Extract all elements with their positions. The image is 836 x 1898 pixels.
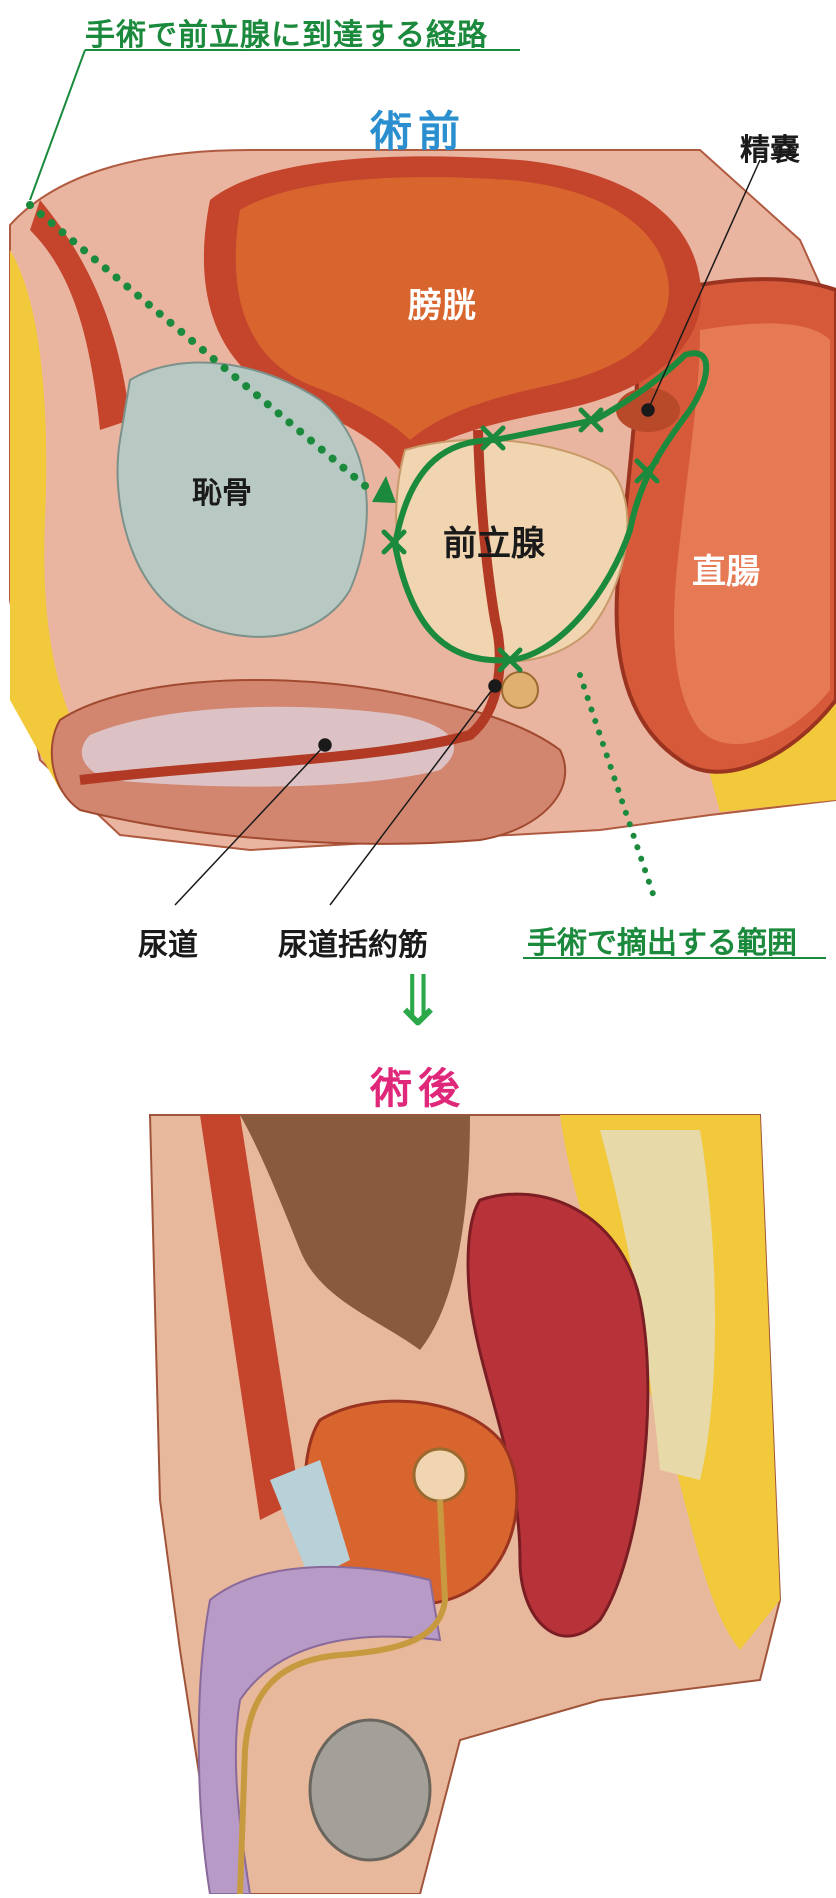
postop-testis — [310, 1720, 430, 1860]
seminal-leader-dot — [642, 404, 654, 416]
urethra-leader-dot — [319, 739, 331, 751]
postop-sphincter — [414, 1449, 466, 1501]
excision-range-label: 手術で摘出する範囲 — [527, 918, 797, 962]
postop-anatomy — [150, 1115, 780, 1894]
urethral-sphincter-label: 尿道括約筋 — [278, 920, 428, 964]
prostate-label: 前立腺 — [443, 516, 545, 565]
pubic-bone-label: 恥骨 — [192, 468, 252, 512]
preop-sphincter — [502, 672, 538, 708]
preop-anatomy — [10, 150, 836, 850]
after-surgery-title: 術後 — [0, 1055, 836, 1116]
sphincter-leader-dot — [489, 680, 501, 692]
rectum-label: 直腸 — [692, 544, 760, 593]
surgical-route-label: 手術で前立腺に到達する経路 — [85, 10, 488, 54]
seminal-vesicle-label: 精嚢 — [740, 125, 800, 169]
urethra-label: 尿道 — [138, 920, 198, 964]
down-arrow-icon: ⇓ — [0, 960, 836, 1042]
bladder-label: 膀胱 — [408, 278, 476, 327]
before-surgery-title: 術前 — [0, 98, 836, 159]
